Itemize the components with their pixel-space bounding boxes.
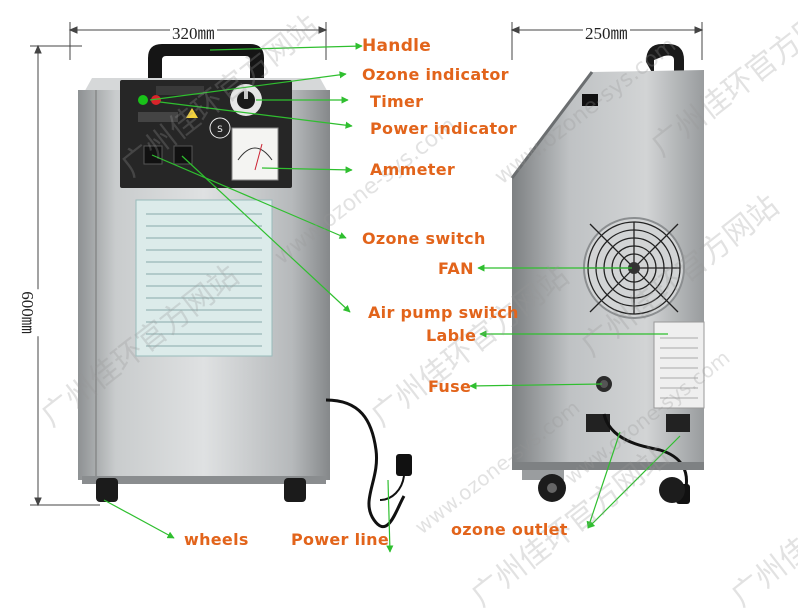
ammeter-label: Ammeter bbox=[370, 160, 456, 179]
callout-arrows bbox=[103, 42, 681, 553]
lable-label: Lable bbox=[426, 326, 477, 345]
ozone-outlet-label: ozone outlet bbox=[451, 520, 568, 539]
height-dimension bbox=[30, 44, 100, 507]
wheels-label: wheels bbox=[184, 530, 249, 549]
ozone-indicator-label: Ozone indicator bbox=[362, 65, 509, 84]
power-line-label: Power line bbox=[291, 530, 390, 549]
product-diagram: S bbox=[16, 0, 798, 614]
timer-label: Timer bbox=[370, 92, 424, 111]
front-machine: S bbox=[78, 44, 412, 529]
side-machine bbox=[510, 44, 705, 504]
fuse-label: Fuse bbox=[428, 377, 472, 396]
svg-text:S: S bbox=[217, 125, 223, 135]
height-dimension-label: 600㎜ bbox=[16, 289, 42, 336]
fan-label: FAN bbox=[438, 259, 474, 278]
air-pump-switch-label: Air pump switch bbox=[368, 303, 519, 322]
product-illustration: S bbox=[30, 22, 705, 553]
width-dimension-label: 320㎜ bbox=[170, 19, 217, 44]
handle-label: Handle bbox=[362, 36, 432, 56]
depth-dimension-label: 250㎜ bbox=[583, 19, 630, 44]
power-indicator-label: Power indicator bbox=[370, 119, 517, 138]
ozone-switch-label: Ozone switch bbox=[362, 229, 486, 248]
